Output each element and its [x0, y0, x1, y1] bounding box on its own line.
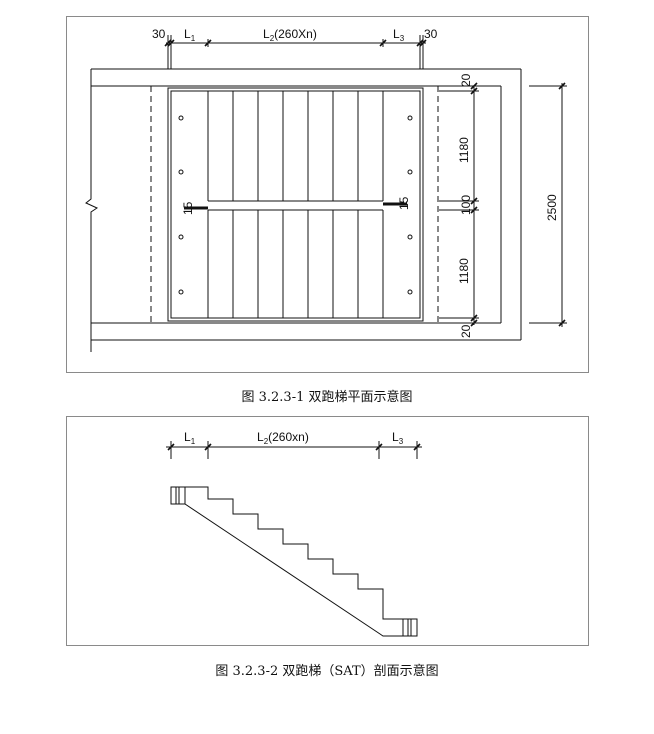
- section-stair-steps: [171, 486, 417, 620]
- section-dim-l1: L1: [184, 430, 196, 446]
- plan-drawing: 30 L1 L2(260Xn) L3 30 20 1180 100 1180 2…: [85, 27, 567, 352]
- plan-dim-overall-ticks: [529, 82, 567, 327]
- plan-treads-top: [207, 91, 384, 201]
- plan-dim-l1: L1: [184, 27, 196, 43]
- section-drawing: L1 L2(260xn) L3: [166, 430, 422, 637]
- plan-dim-15-right: 15: [397, 196, 411, 210]
- plan-stair-slab: [167, 87, 424, 322]
- section-dim-l2: L2(260xn): [257, 430, 309, 446]
- plan-anchor-holes: [178, 115, 413, 295]
- plan-dim-30-right: 30: [424, 27, 438, 41]
- plan-dim-30-left: 30: [152, 27, 166, 41]
- plan-dim-1180-bottom: 1180: [457, 258, 471, 284]
- section-stair-soffit: [171, 503, 417, 637]
- section-dim-ticks: [167, 441, 421, 459]
- plan-dim-2500: 2500: [545, 194, 559, 221]
- plan-dim-100: 100: [459, 195, 473, 215]
- plan-dim-20-bottom: 20: [459, 324, 473, 338]
- plan-drawing-frame: 30 L1 L2(260Xn) L3 30 20 1180 100 1180 2…: [66, 16, 589, 373]
- break-line-symbol: [85, 69, 99, 352]
- plan-dim-1180-top: 1180: [457, 137, 471, 163]
- plan-dim-20-top: 20: [459, 73, 473, 87]
- plan-stair-slab-inner: [170, 90, 421, 319]
- plan-caption: 图 3.2.3-1 双跑梯平面示意图: [241, 390, 413, 405]
- section-bottom-landing: [402, 618, 418, 637]
- section-drawing-frame: L1 L2(260xn) L3: [66, 416, 589, 646]
- section-top-landing: [170, 486, 186, 505]
- plan-dim-15-left: 15: [181, 201, 195, 215]
- plan-dim-ticks-top: [164, 35, 427, 69]
- plan-dim-l3: L3: [393, 27, 405, 43]
- plan-treads-bottom: [207, 210, 384, 318]
- plan-dim-chain-ticks: [439, 82, 479, 327]
- section-dim-l3: L3: [392, 430, 404, 446]
- section-caption: 图 3.2.3-2 双跑梯（SAT）剖面示意图: [215, 664, 439, 679]
- plan-dim-l2: L2(260Xn): [263, 27, 317, 43]
